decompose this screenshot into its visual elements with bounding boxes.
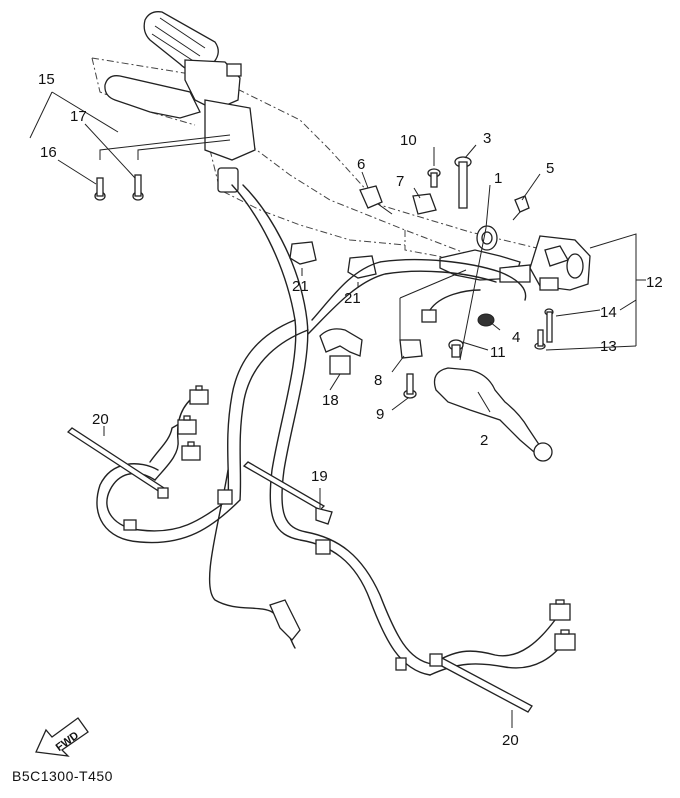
diagram-code: B5C1300-T450 bbox=[12, 768, 113, 784]
callout-20-lower: 20 bbox=[502, 732, 519, 749]
hardware bbox=[94, 156, 554, 399]
callout-14: 14 bbox=[600, 304, 617, 321]
callout-3: 3 bbox=[483, 130, 491, 147]
callout-12: 12 bbox=[646, 274, 663, 291]
callout-2: 2 bbox=[480, 432, 488, 449]
callout-20-upper: 20 bbox=[92, 411, 109, 428]
callout-18: 18 bbox=[322, 392, 339, 409]
callout-11: 11 bbox=[490, 344, 506, 361]
fwd-arrow-icon: FWD bbox=[35, 717, 89, 757]
callout-15: 15 bbox=[38, 71, 55, 88]
callout-1: 1 bbox=[494, 170, 502, 187]
callout-5: 5 bbox=[546, 160, 554, 177]
callout-8: 8 bbox=[374, 372, 382, 389]
callout-10: 10 bbox=[400, 132, 417, 149]
callout-21-right: 21 bbox=[344, 290, 361, 307]
callout-13: 13 bbox=[600, 338, 617, 355]
callout-7: 7 bbox=[396, 173, 404, 190]
callout-9: 9 bbox=[376, 406, 384, 423]
callout-17: 17 bbox=[70, 108, 87, 125]
connectors bbox=[177, 385, 576, 651]
right-switch-assembly bbox=[399, 193, 591, 462]
cable-clamps bbox=[289, 241, 377, 375]
callout-21-left: 21 bbox=[292, 278, 309, 295]
cable-ties bbox=[66, 427, 533, 713]
left-grip bbox=[104, 11, 256, 193]
leader-lines bbox=[29, 91, 646, 728]
callout-4: 4 bbox=[512, 329, 520, 346]
callout-6: 6 bbox=[357, 156, 365, 173]
callout-16: 16 bbox=[40, 144, 57, 161]
callout-19: 19 bbox=[311, 468, 328, 485]
callout-numbers: 1 2 3 4 5 6 7 8 9 10 11 12 13 14 15 16 1… bbox=[38, 71, 663, 749]
